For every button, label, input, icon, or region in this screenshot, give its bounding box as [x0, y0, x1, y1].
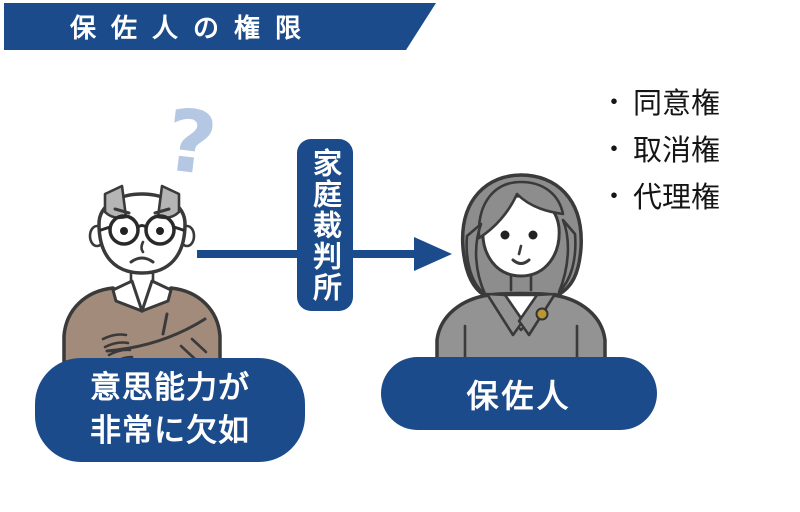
page-title: 保佐人の権限 — [70, 14, 317, 44]
right-label: 代理権 — [633, 179, 721, 214]
bullet-icon: ・ — [601, 135, 628, 165]
list-item: ・ 代理権 — [601, 171, 720, 218]
bullet-icon: ・ — [601, 182, 628, 212]
rights-list: ・ 同意権 ・ 取消権 ・ 代理権 — [601, 77, 720, 218]
left-caption-line1: 意思能力が — [90, 370, 250, 407]
right-label: 取消権 — [633, 132, 721, 167]
curator-woman-illustration — [435, 173, 607, 360]
right-label: 同意権 — [633, 85, 721, 120]
family-court-label: 家庭裁判所 — [308, 147, 343, 303]
title-banner: 保佐人の権限 — [4, 3, 436, 50]
bullet-icon: ・ — [601, 88, 628, 118]
right-caption-pill: 保佐人 — [381, 357, 657, 430]
list-item: ・ 取消権 — [601, 124, 720, 171]
list-item: ・ 同意権 — [601, 77, 720, 124]
left-caption-pill: 意思能力が 非常に欠如 — [35, 358, 305, 462]
right-caption: 保佐人 — [466, 376, 572, 415]
left-caption-line2: 非常に欠如 — [90, 413, 250, 449]
family-court-box: 家庭裁判所 — [297, 139, 353, 311]
elderly-man-illustration — [62, 184, 222, 362]
